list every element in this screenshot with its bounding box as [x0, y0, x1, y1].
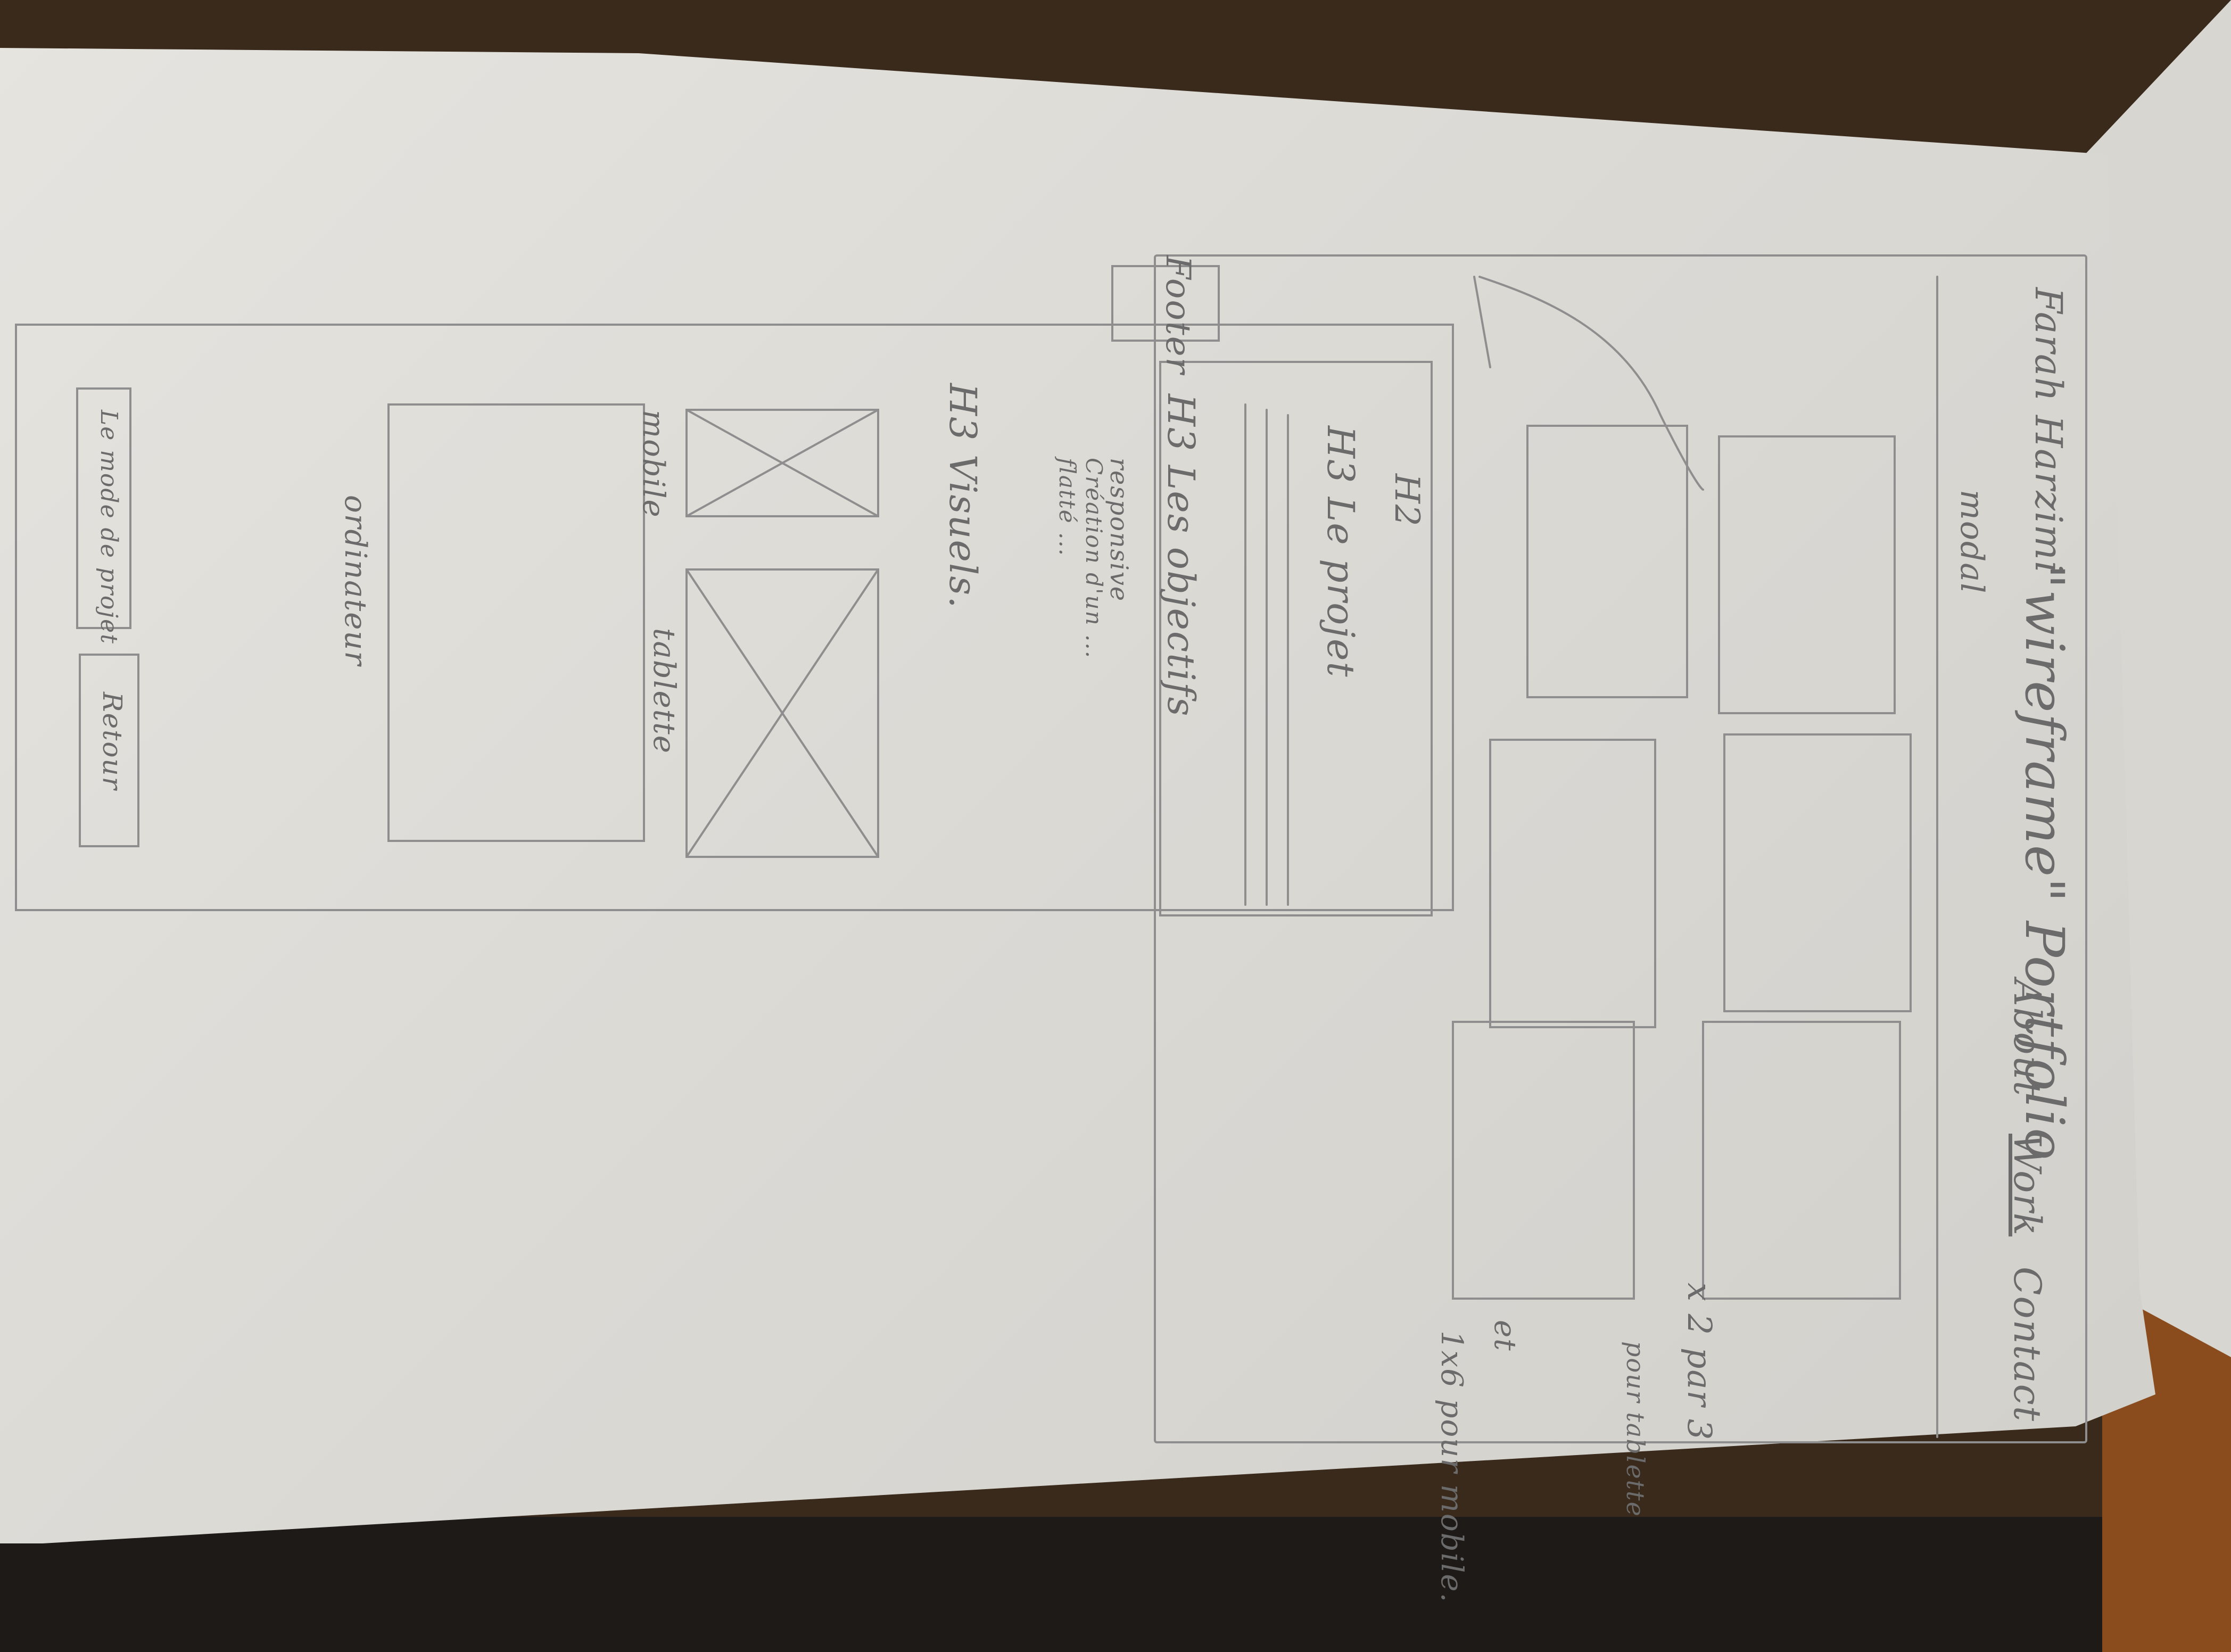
visual-label-mobile: mobile	[636, 410, 671, 518]
button-box-1	[76, 387, 131, 629]
visual-desktop	[387, 403, 645, 842]
grid-note-2: pour tablette	[1621, 1341, 1650, 1517]
grid-card	[1452, 1021, 1635, 1300]
grid-card	[1723, 733, 1912, 1012]
visual-tablet	[685, 568, 879, 858]
grid-note-1: x 2 par 3	[1680, 1283, 1719, 1441]
visual-label-tablet: tablette	[647, 628, 681, 754]
button-box-2	[79, 654, 139, 847]
desk-shadow	[0, 1517, 2231, 1652]
objective-item: Création d'un ...	[1081, 458, 1107, 659]
grid-note-4: 1x6 pour mobile.	[1434, 1331, 1469, 1604]
modal-inner	[1159, 361, 1433, 916]
nav-about: About	[2005, 979, 2049, 1097]
footer-block	[1111, 265, 1220, 342]
grid-card	[1526, 425, 1688, 698]
objective-item: flatté ...	[1054, 458, 1080, 557]
nav-contact: Contact	[2005, 1267, 2049, 1422]
section-visuels: H3 Visuels.	[941, 383, 985, 609]
logo-label: Farah Harzimi	[2027, 287, 2070, 574]
visual-label-desktop: ordinateur	[338, 495, 373, 667]
button-label-project: Le mode de projet	[95, 410, 122, 645]
grid-note-3: et	[1488, 1320, 1522, 1352]
nav-work: Work	[2005, 1134, 2049, 1237]
homepage-frame	[1154, 254, 2087, 1443]
visual-mobile	[685, 409, 879, 517]
section-le-projet: H3 Le projet	[1319, 426, 1362, 678]
modal-h2: H2	[1387, 474, 1426, 527]
modal-arrow	[1478, 276, 1704, 491]
paper-sheet	[0, 48, 2155, 1543]
modal-label: modal	[1953, 490, 1990, 594]
section-les-objectifs: H3 Les objectifs	[1159, 394, 1203, 717]
grid-card	[1718, 435, 1896, 714]
footer-label: Footer	[1158, 255, 1197, 375]
modal-frame	[15, 324, 1454, 911]
button-label-retour: Retour	[97, 692, 128, 791]
grid-card	[1702, 1021, 1901, 1300]
objective-item: responsive	[1105, 458, 1134, 602]
grid-card	[1489, 739, 1656, 1028]
